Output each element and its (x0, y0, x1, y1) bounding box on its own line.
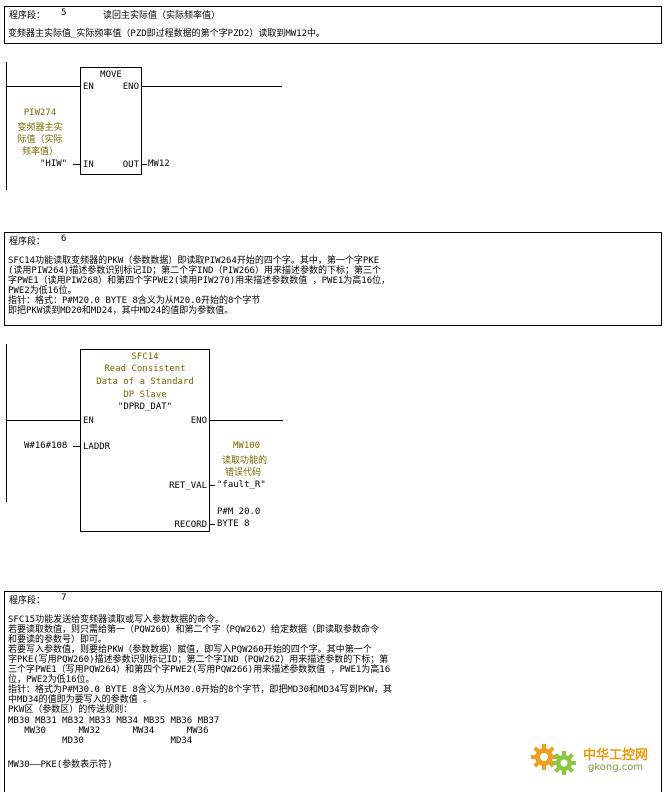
record-length: BYTE 8 (217, 519, 250, 529)
watermark-logo: 中华工控网 gkong.com (528, 742, 662, 776)
comment-line: SFC15功能发送给变频器读取或写入参数数据的命令。 (8, 615, 225, 625)
comment-line: 变频器主实际值_实际频率值（PZD即过程数据的第个字PZD2）读取到MW12中。 (8, 29, 326, 39)
comment-line: 位，PWE2为低16位。 (8, 675, 95, 685)
comment-line: 若要读取数值，则只需给第一（PQW260）和第二个字（PQW262）给定数据（即… (8, 625, 380, 635)
operand-comment: 变频器主实 (17, 123, 63, 133)
segment-6-header[interactable]: 程序段： 6 (4, 232, 662, 248)
wire (209, 420, 283, 421)
operand-comment: 错误代码 (225, 468, 262, 478)
wire (209, 485, 215, 486)
wire (6, 420, 80, 421)
segment-number: 6 (61, 234, 67, 244)
wire (209, 524, 215, 525)
segment-label: 程序段： (9, 237, 46, 247)
out-pin: OUT (122, 160, 139, 170)
block-name: SFC14 (131, 352, 159, 362)
output-address[interactable]: MW12 (148, 159, 170, 169)
wire (73, 164, 80, 165)
comment-line: MW30——PKE(参数表示符) (8, 760, 113, 770)
wire (73, 446, 80, 447)
segment-5-header[interactable]: 程序段： 5 读回主实际值（实际频率值） (4, 6, 662, 22)
comment-line: 指针：格式：P#M20.0 BYTE 8含义为从M20.0开始的8个字节 (8, 296, 261, 306)
segment-7-header[interactable]: 程序段： 7 (4, 591, 662, 607)
segment-5-comment[interactable]: 变频器主实际值_实际频率值（PZD即过程数据的第个字PZD2）读取到MW12中。 (4, 21, 662, 44)
operand-comment: 频率值） (21, 147, 58, 157)
wire (141, 164, 147, 165)
block-name: MOVE (100, 70, 122, 80)
comment-line: 中MD34的值即为要写入的参数值 。 (8, 695, 153, 705)
comment-line: MB30 MB31 MB32 MB33 MB34 MB35 MB36 MB37 (8, 716, 220, 726)
watermark-brand: 中华工控网 (583, 748, 649, 763)
power-rail (6, 62, 7, 190)
comment-line: 三个字PWE1（写用PQW264）和第四个字PWE2(写用PQW266)用来描述… (8, 665, 391, 675)
watermark-url: gkong.com (588, 762, 644, 773)
comment-line: 若要写入参数值，则要给PKW（参数数据）赋值，即写入PQW260开始的四个字。其… (8, 645, 372, 655)
wire (6, 86, 80, 87)
comment-line: 字PKE(写用PQW260)描述参数识别标记ID；第二个字IND（PQW262）… (8, 655, 389, 665)
in-pin: IN (83, 160, 94, 170)
block-symbol: "DPRD_DAT" (117, 402, 173, 412)
block-description: DP Slave (123, 390, 167, 400)
operand-comment: 际值（实际 (17, 135, 63, 145)
laddr-value[interactable]: W#16#108 (24, 441, 68, 451)
operand-comment: 读取功能的 (222, 456, 268, 466)
comment-line: 和要读的参数号）即可。 (8, 635, 108, 645)
segment-6-comment[interactable]: SFC14功能读取变频器的PKW（参数数据）即读取PIW264开始的四个字。其中… (4, 247, 662, 326)
comment-line: 字PWE1（读用PIW268）和第四个字PWE2(读用PIW270)用来描述参数… (8, 276, 391, 286)
eno-pin: ENO (122, 82, 139, 92)
en-pin: EN (83, 416, 94, 426)
segment-number: 7 (61, 593, 67, 603)
en-pin: EN (83, 82, 94, 92)
segment-number: 5 (61, 8, 67, 18)
sfc14-block[interactable]: SFC14 Read Consistent Data of a Standard… (80, 349, 210, 532)
operand-address[interactable]: PIW274 (23, 108, 57, 118)
segment-label: 程序段： (9, 11, 46, 21)
power-rail (6, 344, 7, 502)
block-description: Read Consistent (104, 364, 186, 374)
comment-line: PWE2为低16位。 (8, 286, 77, 296)
comment-line: 即把PKW读到MD20和MD24，其中MD24的值即为参数值。 (8, 306, 234, 316)
segment-title: 读回主实际值（实际频率值） (103, 11, 221, 21)
comment-line: MD30 MD34 (8, 736, 193, 746)
move-block[interactable]: MOVE EN ENO IN OUT (80, 67, 142, 175)
wire (141, 86, 282, 87)
record-pin: RECORD (174, 520, 207, 530)
comment-line: (读用PIW264)描述参数识别标记ID；第二个字IND（PIW266）用来描述… (8, 266, 381, 276)
operand-symbol: "HIW" (40, 159, 68, 169)
operand-symbol: "fault_R" (217, 480, 266, 490)
output-address[interactable]: MW100 (233, 441, 261, 451)
comment-line: PKW区（参数区）的传送规则： (8, 705, 133, 715)
ret-val-pin: RET_VAL (169, 481, 207, 491)
comment-line: MW30 MW32 MW34 MW36 (8, 726, 209, 736)
laddr-pin: LADDR (83, 442, 111, 452)
segment-label: 程序段： (9, 596, 46, 606)
record-value[interactable]: P#M 20.0 (217, 507, 261, 517)
comment-line: 指针：格式为P#M30.0 BYTE 8含义为从M30.0开始的8个字节，即把M… (8, 685, 392, 695)
gear-icon (531, 744, 576, 775)
block-description: Data of a Standard (96, 377, 194, 387)
eno-pin: ENO (190, 416, 207, 426)
comment-line: SFC14功能读取变频器的PKW（参数数据）即读取PIW264开始的四个字。其中… (8, 256, 380, 266)
